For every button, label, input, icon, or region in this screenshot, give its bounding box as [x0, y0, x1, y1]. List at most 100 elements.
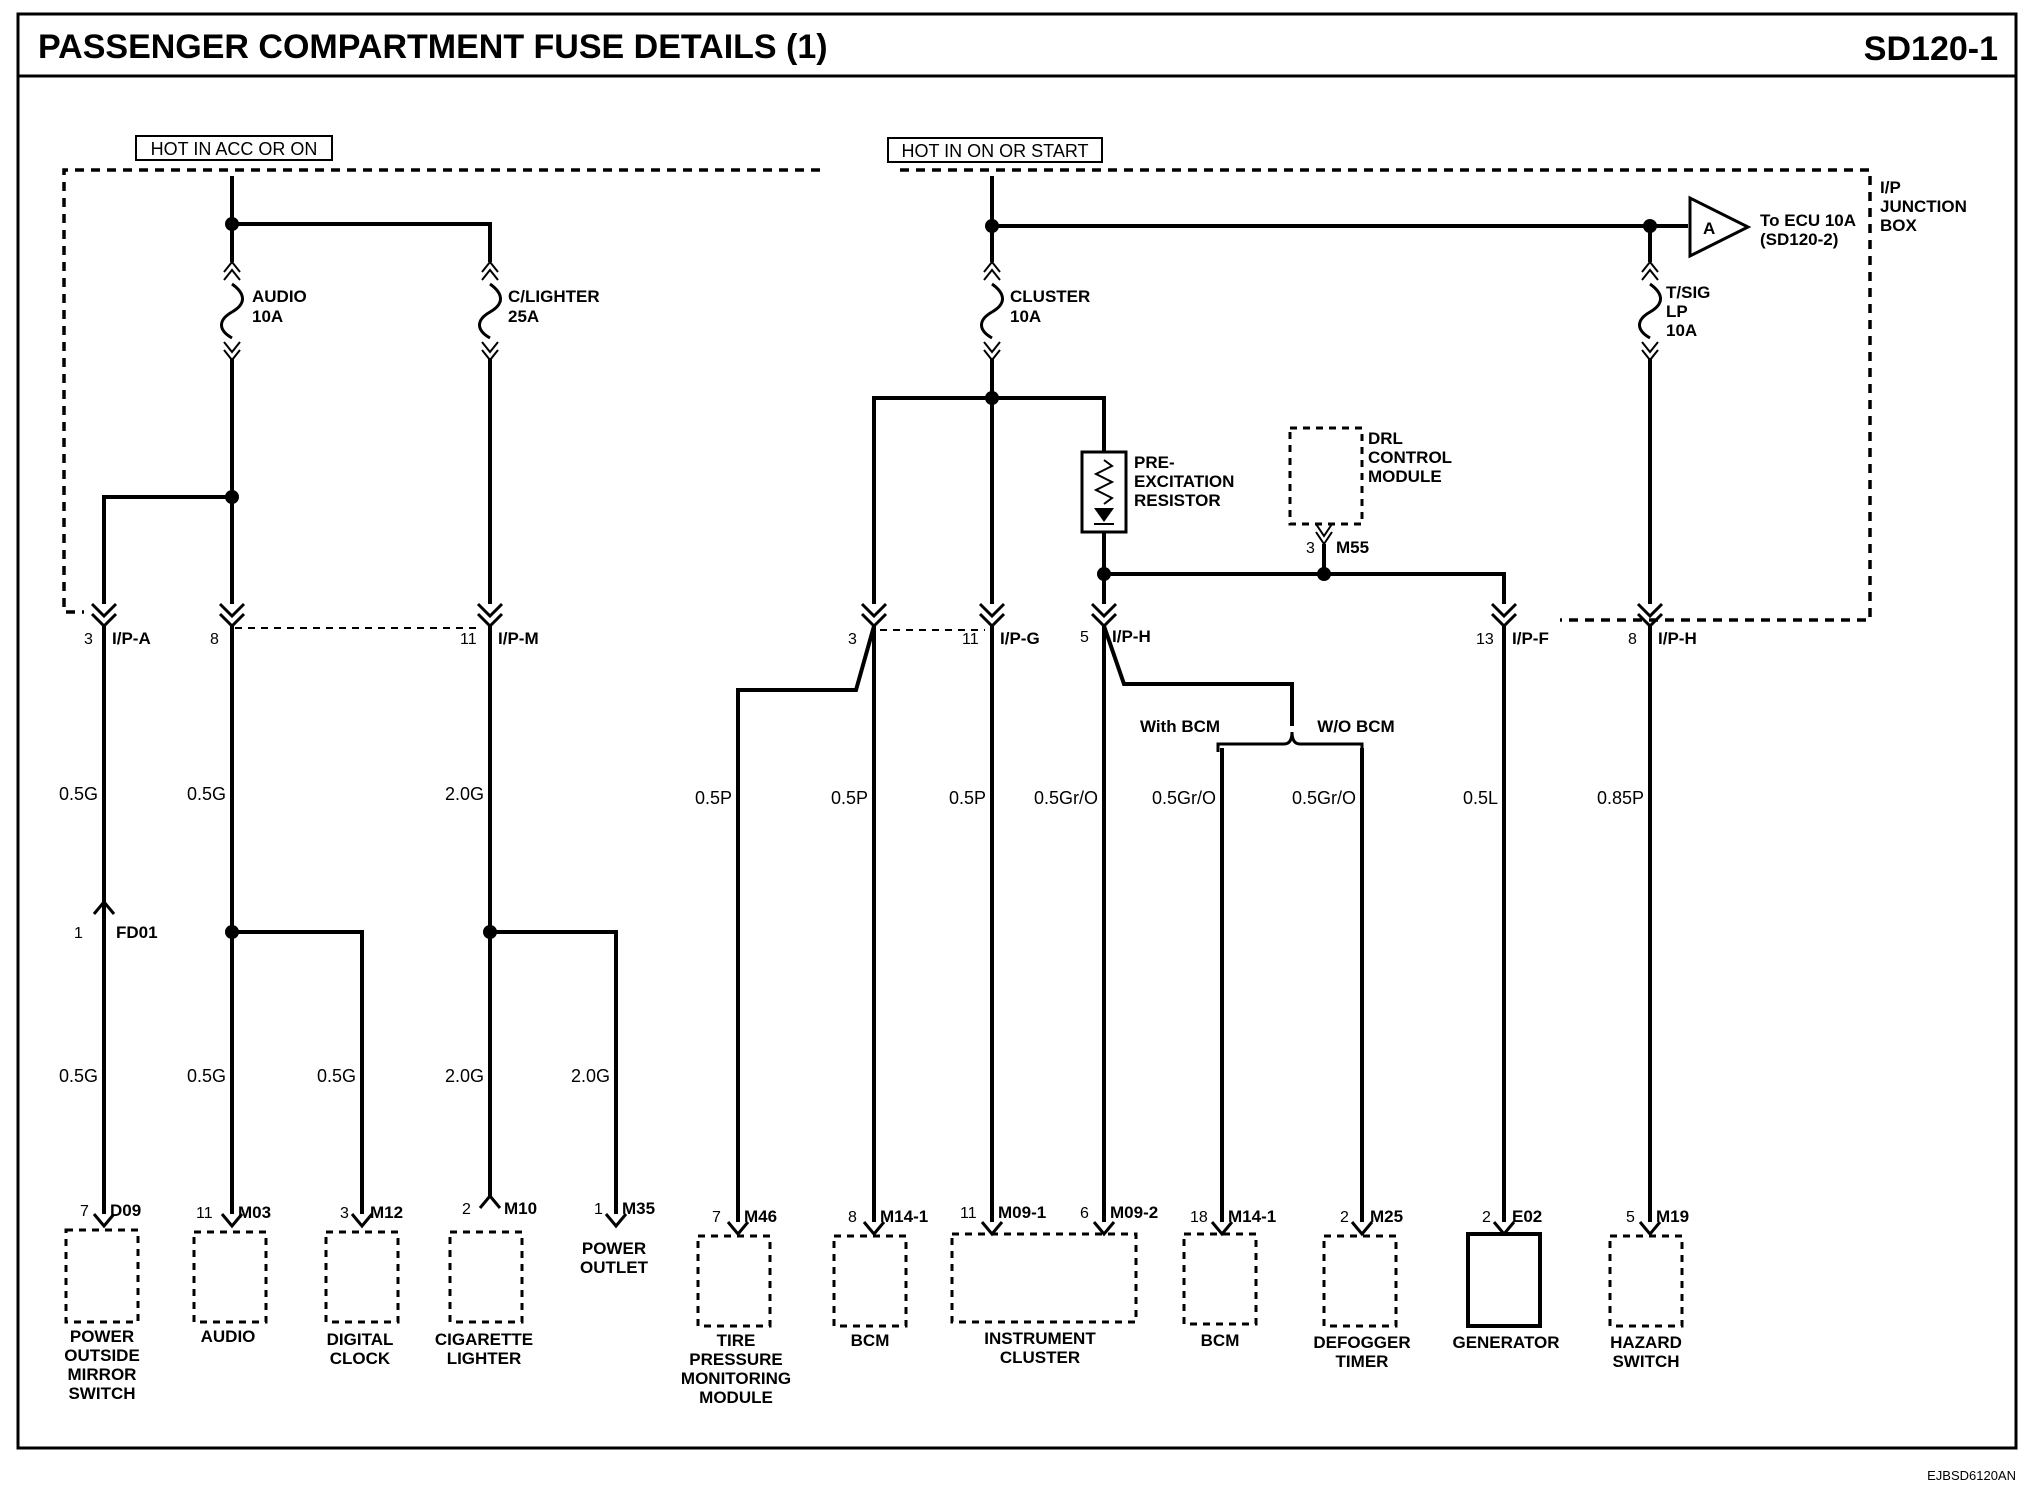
ip-pin-5 — [978, 602, 1006, 629]
component-bcm-1 — [832, 1221, 908, 1328]
c8-pin1: 11 — [960, 1205, 977, 1222]
power-label-box-on — [887, 137, 1103, 163]
resistor-label-2: EXCITATION — [1134, 472, 1234, 491]
c11-connector: E02 — [1512, 1207, 1542, 1226]
drl-label-1: DRL — [1368, 429, 1403, 448]
pre-excitation-resistor — [1080, 450, 1128, 604]
c5-connector: M35 — [622, 1199, 655, 1218]
fuse-audio-name: AUDIO — [252, 287, 307, 306]
component-mirror-switch — [64, 1213, 140, 1324]
ip-pin-5-name: I/P-G — [1000, 629, 1040, 648]
splice-resistor-out — [1097, 567, 1111, 581]
fuse-clighter — [478, 224, 502, 604]
ecu-ref-line2: (SD120-2) — [1760, 230, 1838, 249]
c2-pin: 11 — [196, 1205, 213, 1222]
ip-pin-3-num: 11 — [460, 631, 477, 648]
junction-box-label-3: BOX — [1880, 216, 1918, 235]
drl-pin: 3 — [1306, 540, 1315, 557]
c10-connector: M25 — [1370, 1207, 1403, 1226]
c1-connector: D09 — [110, 1201, 141, 1220]
wire-label-11: 0.85P — [1597, 788, 1644, 808]
wire-label-8: 0.5Gr/O — [1152, 788, 1216, 808]
wire-label-9: 0.5Gr/O — [1292, 788, 1356, 808]
c1-label-3: MIRROR — [68, 1365, 137, 1384]
component-bcm-2 — [1182, 1221, 1258, 1326]
wire-label-6: 0.5P — [949, 788, 986, 808]
wire-label-14: 0.5G — [317, 1066, 356, 1086]
ip-pin-3 — [476, 602, 504, 629]
ip-pin-8 — [1636, 602, 1664, 629]
ip-pin-2-num: 8 — [210, 631, 219, 648]
fuse-tsig-name2: LP — [1666, 302, 1688, 321]
c4-label-1: CIGARETTE — [435, 1330, 533, 1349]
c8-label-2: CLUSTER — [1000, 1348, 1080, 1367]
component-instrument-cluster — [950, 1221, 1138, 1324]
footer-code: EJBSD6120AN — [1927, 1468, 2016, 1483]
c6-pin: 7 — [712, 1209, 721, 1226]
wire-label-7: 0.5Gr/O — [1034, 788, 1098, 808]
fuse-audio-rating: 10A — [252, 307, 283, 326]
component-audio — [192, 1213, 268, 1324]
c3-pin: 3 — [340, 1205, 349, 1222]
ip-pin-1-num: 3 — [84, 631, 93, 648]
c4-pin: 2 — [462, 1201, 471, 1218]
ip-pin-8-name: I/P-H — [1658, 629, 1697, 648]
ip-pin-3-name: I/P-M — [498, 629, 539, 648]
ip-pin-7 — [1490, 602, 1518, 629]
c11-pin: 2 — [1482, 1209, 1491, 1226]
wire-label-4: 0.5P — [695, 788, 732, 808]
splice-lighter-outlet — [483, 925, 497, 939]
fuse-tsig — [1638, 226, 1662, 604]
c6-label-2: PRESSURE — [689, 1350, 783, 1369]
component-defogger-timer — [1322, 1221, 1398, 1328]
c9-label-1: BCM — [1201, 1331, 1240, 1350]
fuse-clighter-rating: 25A — [508, 307, 539, 326]
c6-label-4: MODULE — [699, 1388, 773, 1407]
wire-label-16: 2.0G — [571, 1066, 610, 1086]
c11-label-1: GENERATOR — [1452, 1333, 1559, 1352]
ip-pin-4-num: 3 — [848, 631, 857, 648]
c5-label-1: POWER — [582, 1239, 646, 1258]
ip-pin-2 — [218, 602, 246, 629]
inline-connector-pin: 1 — [74, 925, 83, 942]
wire-label-15: 2.0G — [445, 1066, 484, 1086]
c6-connector: M46 — [744, 1207, 777, 1226]
wire-label-12: 0.5G — [59, 1066, 98, 1086]
fuse-clighter-name: C/LIGHTER — [508, 287, 600, 306]
page-ref: SD120-1 — [1864, 30, 1998, 68]
drl-connector: M55 — [1336, 538, 1369, 557]
page-title: PASSENGER COMPARTMENT FUSE DETAILS (1) — [38, 28, 828, 66]
resistor-label-3: RESISTOR — [1134, 491, 1221, 510]
inline-connector-name: FD01 — [116, 923, 158, 942]
c12-label-2: SWITCH — [1612, 1352, 1679, 1371]
c6-label-1: TIRE — [717, 1331, 756, 1350]
c3-label-2: CLOCK — [330, 1349, 391, 1368]
component-cigarette-lighter — [448, 1230, 524, 1324]
drl-module-box — [1288, 426, 1364, 526]
c1-label-4: SWITCH — [68, 1384, 135, 1403]
power-label-on: HOT IN ON OR START — [901, 141, 1088, 161]
wire-label-3: 2.0G — [445, 784, 484, 804]
c12-connector: M19 — [1656, 1207, 1689, 1226]
component-hazard-switch — [1608, 1221, 1684, 1328]
bcm-option-with: With BCM — [1140, 717, 1220, 736]
ip-pin-6-name: I/P-H — [1112, 627, 1151, 646]
resistor-label-1: PRE- — [1134, 453, 1175, 472]
fuse-cluster-rating: 10A — [1010, 307, 1041, 326]
ecu-ref-letter: A — [1703, 219, 1715, 238]
component-power-outlet — [604, 1213, 628, 1229]
fuse-cluster — [980, 226, 1004, 604]
c1-pin: 7 — [80, 1203, 89, 1220]
wire-label-5: 0.5P — [831, 788, 868, 808]
c10-label-1: DEFOGGER — [1313, 1333, 1410, 1352]
c8-pin2: 6 — [1080, 1205, 1089, 1222]
c8-connector2: M09-2 — [1110, 1203, 1158, 1222]
c3-label-1: DIGITAL — [327, 1330, 394, 1349]
fuse-tsig-name1: T/SIG — [1666, 283, 1710, 302]
c4-label-2: LIGHTER — [447, 1349, 522, 1368]
wire-label-10: 0.5L — [1463, 788, 1498, 808]
component-tpms — [696, 1221, 772, 1328]
ip-pin-6 — [1090, 602, 1118, 629]
c6-label-3: MONITORING — [681, 1369, 791, 1388]
c9-pin: 18 — [1190, 1209, 1208, 1226]
